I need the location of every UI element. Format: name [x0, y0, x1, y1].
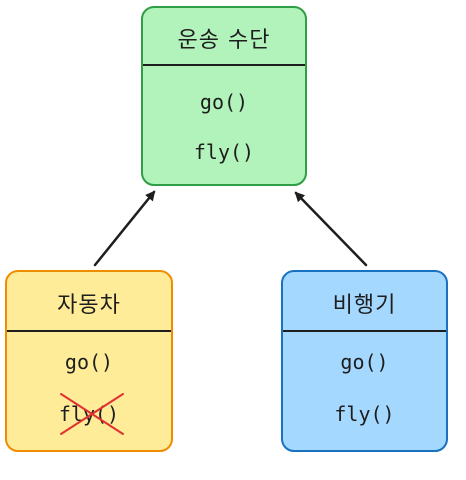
arrow-car-to-transport: [93, 190, 156, 267]
method-fly: fly(): [193, 140, 255, 164]
class-box-plane: 비행기 go() fly(): [281, 270, 448, 452]
method-go: go(): [340, 350, 389, 374]
strike-through-cross-icon: [60, 393, 124, 435]
class-title-transport: 운송 수단: [177, 28, 271, 53]
class-divider: [143, 64, 305, 66]
arrow-plane-to-transport: [294, 191, 368, 267]
class-title-car: 자동차: [57, 293, 121, 318]
class-box-car: 자동차 go() fly(): [5, 270, 173, 452]
class-title-plane: 비행기: [332, 293, 397, 318]
method-go: go(): [64, 350, 114, 374]
method-go: go(): [199, 90, 249, 114]
class-box-transport: 운송 수단 go() fly(): [141, 6, 307, 186]
class-divider: [283, 330, 446, 332]
method-fly: fly(): [334, 402, 395, 426]
class-divider: [7, 330, 171, 332]
method-fly-struck: fly(): [58, 402, 120, 426]
